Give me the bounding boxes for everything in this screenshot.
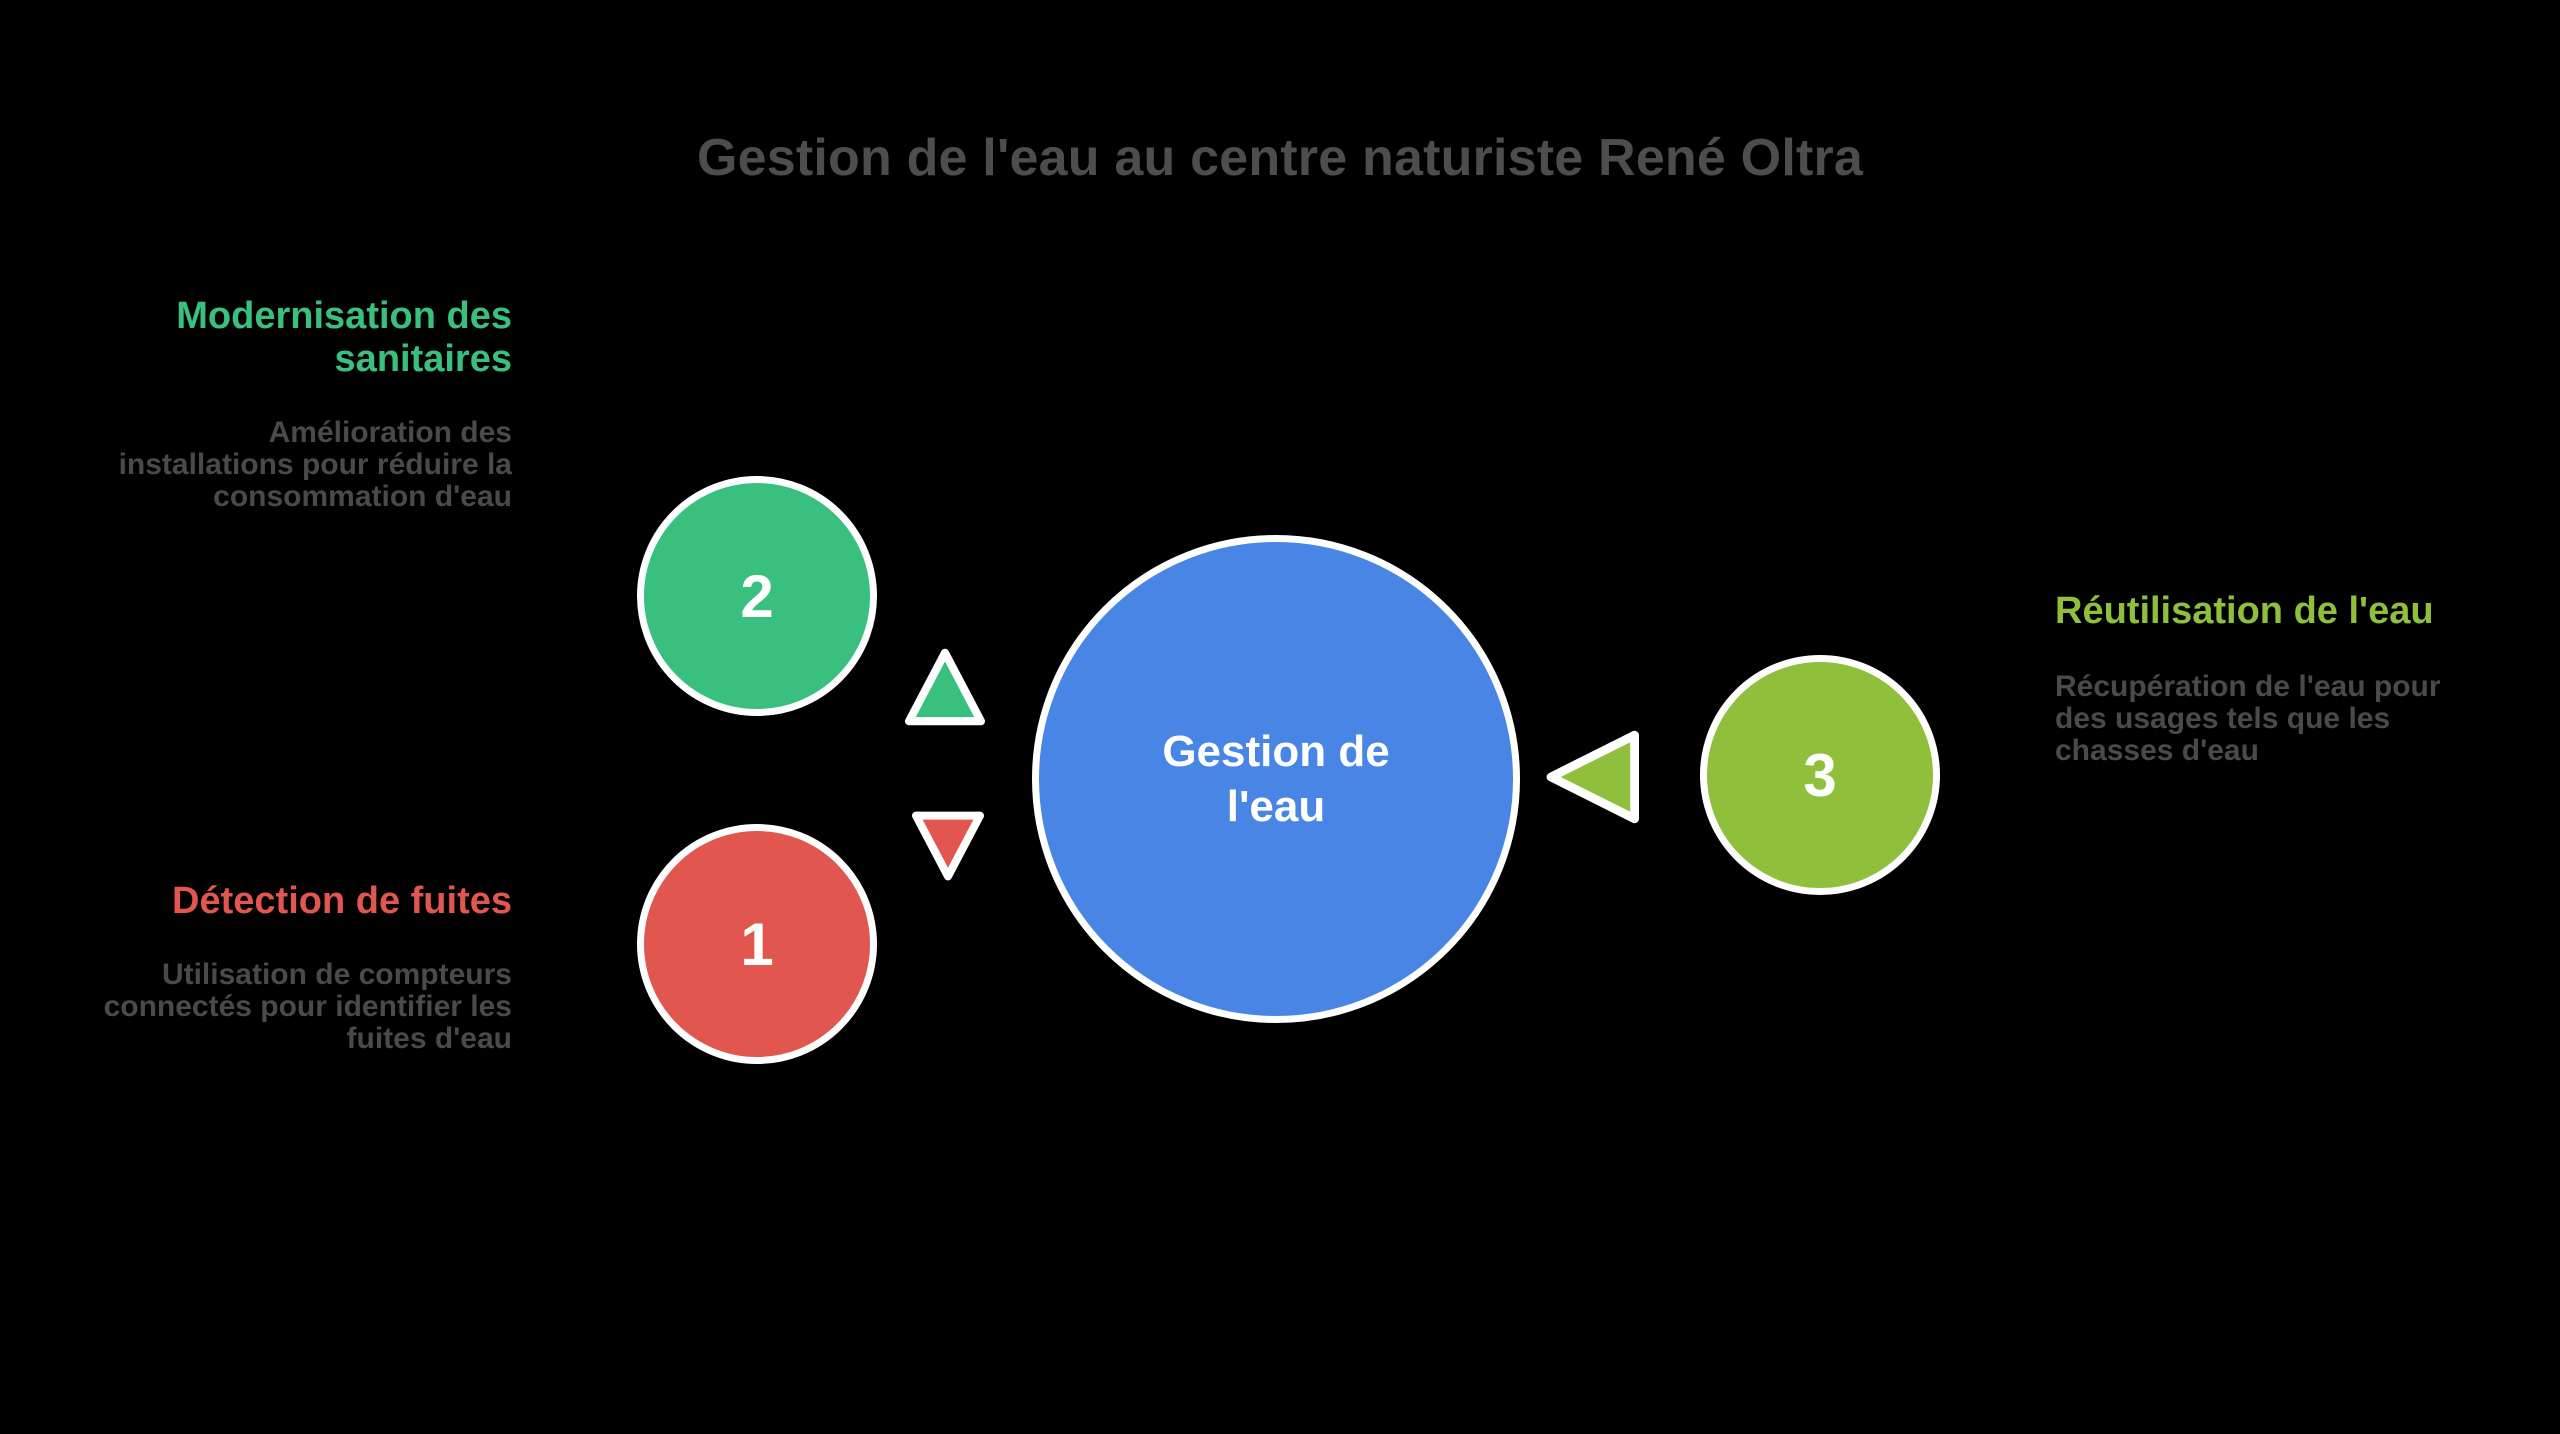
node-text-block-detection: Détection de fuites Utilisation de compt… bbox=[92, 880, 512, 1055]
triangle-up-arrow-icon bbox=[904, 648, 986, 726]
triangle-left-arrow-icon bbox=[1546, 730, 1639, 824]
center-circle-gestion-de-leau[interactable]: Gestion de l'eau bbox=[1032, 535, 1520, 1023]
node-circle-3[interactable]: 3 bbox=[1700, 655, 1940, 895]
node-circle-1[interactable]: 1 bbox=[637, 824, 877, 1064]
node-circle-2[interactable]: 2 bbox=[637, 476, 877, 716]
center-circle-label-line2: l'eau bbox=[1226, 782, 1326, 831]
node-text-block-modernisation: Modernisation des sanitaires Amélioratio… bbox=[92, 295, 512, 513]
node-description-reutilisation: Récupération de l'eau pour des usages te… bbox=[2055, 669, 2441, 768]
node-heading-detection: Détection de fuites bbox=[172, 880, 512, 922]
center-circle-label-line1: Gestion de bbox=[1162, 727, 1390, 776]
node-circle-1-number: 1 bbox=[740, 910, 774, 978]
node-text-block-reutilisation: Réutilisation de l'eau Récupération de l… bbox=[2055, 590, 2495, 767]
page-title: Gestion de l'eau au centre naturiste Ren… bbox=[696, 129, 1864, 187]
triangle-down-arrow-icon bbox=[912, 811, 984, 881]
node-description-detection: Utilisation de compteurs connectés pour … bbox=[103, 957, 512, 1056]
node-heading-reutilisation: Réutilisation de l'eau bbox=[2055, 590, 2434, 632]
node-heading-modernisation: Modernisation des sanitaires bbox=[176, 295, 512, 380]
node-description-modernisation: Amélioration des installations pour rédu… bbox=[118, 415, 512, 514]
node-circle-3-number: 3 bbox=[1803, 741, 1837, 809]
node-circle-2-number: 2 bbox=[740, 562, 774, 630]
